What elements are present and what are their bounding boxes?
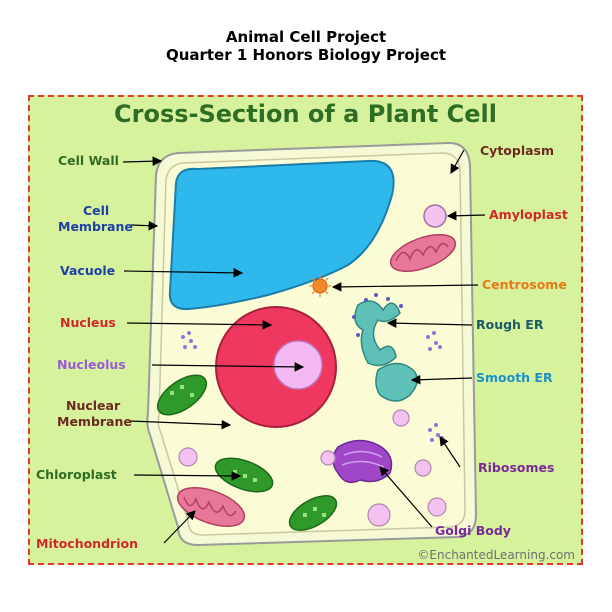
label-smooth-er: Smooth ER [476, 370, 553, 385]
plant-cell-diagram: Cross-Section of a Plant Cell Cell Wall … [28, 95, 583, 565]
label-nucleus: Nucleus [60, 315, 116, 330]
smooth-er [375, 362, 419, 402]
golgi-body [332, 439, 393, 484]
label-centrosome: Centrosome [482, 277, 567, 292]
label-cell-wall: Cell Wall [58, 153, 119, 168]
label-cell-membrane-1: Cell [83, 203, 110, 218]
label-mitochondrion: Mitochondrion [36, 536, 138, 551]
label-amyloplast: Amyloplast [489, 207, 568, 222]
label-rough-er: Rough ER [476, 317, 544, 332]
label-cell-membrane-2: Membrane [58, 219, 133, 234]
label-golgi-body: Golgi Body [435, 523, 511, 538]
leader-lines [122, 149, 486, 544]
label-vacuole: Vacuole [60, 263, 116, 278]
label-nuclear-membrane-2: Membrane [57, 414, 132, 429]
vacuole [168, 159, 395, 311]
label-nuclear-membrane-1: Nuclear [66, 398, 121, 413]
credit-text: ©EnchantedLearning.com [417, 548, 575, 562]
label-nucleolus: Nucleolus [57, 357, 126, 372]
header-line-2: Quarter 1 Honors Biology Project [165, 46, 447, 64]
label-cytoplasm: Cytoplasm [480, 143, 555, 158]
label-ribosomes: Ribosomes [478, 460, 555, 475]
mitochondrion-top [389, 233, 457, 273]
nucleolus [273, 340, 323, 390]
rough-er [352, 293, 403, 367]
diagram-title: Cross-Section of a Plant Cell [114, 100, 497, 128]
header-line-1: Animal Cell Project [225, 28, 387, 46]
page-header: Animal Cell Project Quarter 1 Honors Bio… [0, 28, 612, 64]
cell-illustration [122, 141, 486, 547]
vesicle [178, 409, 447, 527]
centrosome [309, 275, 331, 297]
amyloplast [423, 204, 447, 228]
label-chloroplast: Chloroplast [36, 467, 117, 482]
chloroplast [156, 374, 338, 531]
